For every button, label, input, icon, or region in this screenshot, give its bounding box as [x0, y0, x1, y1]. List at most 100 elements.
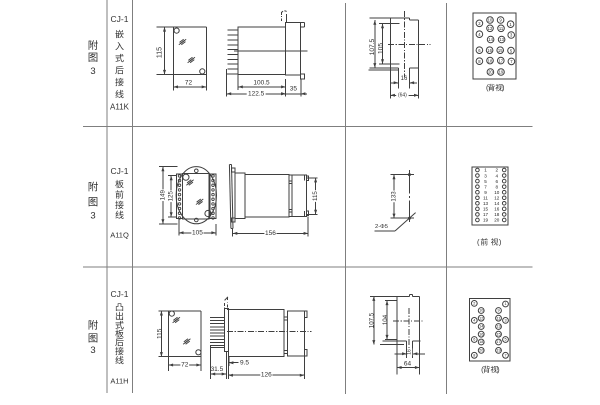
svg-text:115: 115	[312, 191, 319, 201]
svg-text:16: 16	[407, 349, 413, 355]
svg-text:13: 13	[499, 37, 504, 42]
svg-text:2: 2	[496, 168, 499, 173]
svg-text:4: 4	[478, 32, 481, 37]
svg-text:2: 2	[473, 302, 475, 306]
svg-text:CJ-1: CJ-1	[111, 289, 129, 299]
svg-text:17: 17	[498, 58, 503, 63]
svg-text:20: 20	[488, 70, 493, 75]
svg-text:12: 12	[494, 195, 500, 200]
svg-text:(: (	[486, 83, 489, 92]
svg-text:14: 14	[488, 37, 493, 42]
svg-text:(: (	[477, 237, 480, 246]
svg-text:8: 8	[473, 354, 475, 358]
svg-text:72: 72	[185, 80, 193, 87]
svg-text:12: 12	[479, 316, 483, 320]
svg-text:3: 3	[90, 211, 95, 222]
svg-text:9: 9	[484, 190, 487, 195]
svg-text:15: 15	[483, 207, 489, 212]
svg-text:19: 19	[483, 218, 489, 223]
svg-text:107.5: 107.5	[369, 38, 376, 55]
svg-text:18: 18	[479, 340, 483, 344]
svg-text:31.5: 31.5	[211, 366, 224, 373]
svg-text:15: 15	[496, 332, 500, 336]
svg-text:12: 12	[488, 26, 493, 31]
svg-text:14: 14	[494, 201, 500, 206]
svg-text:19: 19	[499, 70, 504, 75]
svg-text:125: 125	[168, 191, 175, 202]
svg-text:3: 3	[510, 33, 513, 38]
svg-text:13: 13	[496, 325, 500, 329]
svg-text:105: 105	[192, 229, 203, 236]
svg-text:5: 5	[484, 179, 487, 184]
svg-text:3: 3	[90, 345, 95, 356]
svg-text:149: 149	[159, 189, 166, 200]
svg-text:CJ-1: CJ-1	[111, 14, 129, 24]
svg-text:CJ-1: CJ-1	[111, 166, 129, 176]
svg-text:133: 133	[391, 191, 398, 202]
svg-text:104: 104	[382, 314, 389, 325]
svg-text:11: 11	[483, 195, 488, 200]
svg-text:105: 105	[377, 43, 384, 54]
svg-text:3: 3	[504, 319, 506, 323]
svg-text:4: 4	[473, 319, 475, 323]
svg-text:A11Q: A11Q	[110, 230, 129, 239]
svg-text:15: 15	[498, 48, 503, 53]
svg-text:2-Φ5: 2-Φ5	[375, 224, 388, 230]
svg-text:20: 20	[479, 349, 483, 353]
svg-text:19: 19	[496, 349, 500, 353]
svg-text:8: 8	[496, 184, 499, 189]
svg-text:20: 20	[494, 218, 500, 223]
svg-text:3: 3	[484, 173, 487, 178]
svg-text:17: 17	[483, 212, 489, 217]
svg-text:9.5: 9.5	[240, 360, 249, 367]
svg-text:2: 2	[478, 21, 481, 26]
svg-text:7: 7	[510, 59, 513, 64]
svg-text:122.5: 122.5	[248, 90, 265, 97]
svg-text:6: 6	[478, 48, 481, 53]
svg-text:156: 156	[265, 230, 276, 237]
svg-text:5: 5	[510, 48, 513, 53]
svg-text:(64): (64)	[398, 92, 407, 98]
svg-text:11: 11	[499, 26, 504, 31]
svg-text:5: 5	[504, 338, 506, 342]
svg-text:10: 10	[479, 309, 483, 313]
svg-text:9: 9	[499, 18, 502, 23]
svg-text:A11H: A11H	[110, 376, 128, 385]
svg-text:126: 126	[261, 372, 272, 379]
svg-text:18: 18	[488, 58, 493, 63]
svg-text:13: 13	[483, 201, 489, 206]
svg-text:16: 16	[487, 48, 492, 53]
svg-text:1: 1	[484, 168, 487, 173]
svg-text:): )	[497, 365, 500, 374]
svg-text:): )	[502, 83, 505, 92]
svg-text:4: 4	[496, 173, 499, 178]
svg-text:17: 17	[496, 340, 500, 344]
svg-text:16: 16	[494, 207, 500, 212]
svg-text:115: 115	[157, 47, 164, 58]
svg-text:100.5: 100.5	[253, 80, 270, 87]
svg-text:6: 6	[496, 179, 499, 184]
svg-text:7: 7	[504, 354, 506, 358]
svg-text:16: 16	[401, 76, 408, 82]
svg-text:10: 10	[488, 18, 493, 23]
svg-text:64: 64	[404, 361, 412, 368]
svg-text:7: 7	[484, 184, 487, 189]
svg-text:9: 9	[497, 309, 499, 313]
svg-text:18: 18	[494, 212, 500, 217]
svg-text:1: 1	[509, 22, 512, 27]
svg-text:1: 1	[504, 302, 506, 306]
svg-text:11: 11	[497, 316, 501, 320]
svg-text:3: 3	[90, 66, 95, 77]
svg-text:14: 14	[479, 325, 483, 329]
svg-text:6: 6	[473, 338, 475, 342]
svg-text:): )	[499, 237, 502, 246]
svg-text:35: 35	[290, 86, 298, 93]
svg-text:A11K: A11K	[110, 103, 130, 112]
svg-text:107.5: 107.5	[369, 312, 376, 328]
svg-text:(: (	[481, 365, 484, 374]
svg-text:8: 8	[478, 59, 481, 64]
svg-text:10: 10	[494, 190, 500, 195]
svg-text:72: 72	[181, 362, 189, 369]
svg-text:16: 16	[479, 332, 483, 336]
svg-text:115: 115	[157, 328, 164, 339]
